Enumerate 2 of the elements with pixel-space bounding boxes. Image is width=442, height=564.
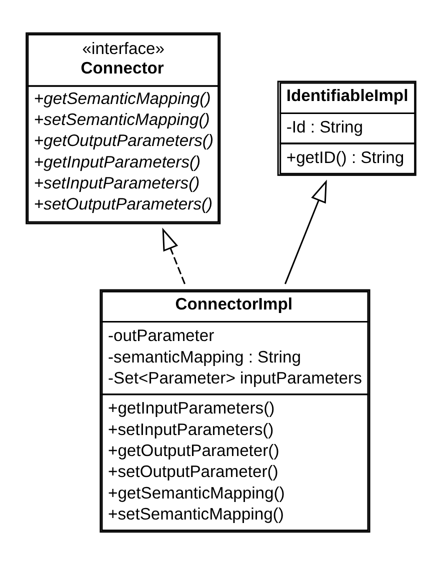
arrow <box>162 227 186 284</box>
arrow <box>284 179 327 284</box>
